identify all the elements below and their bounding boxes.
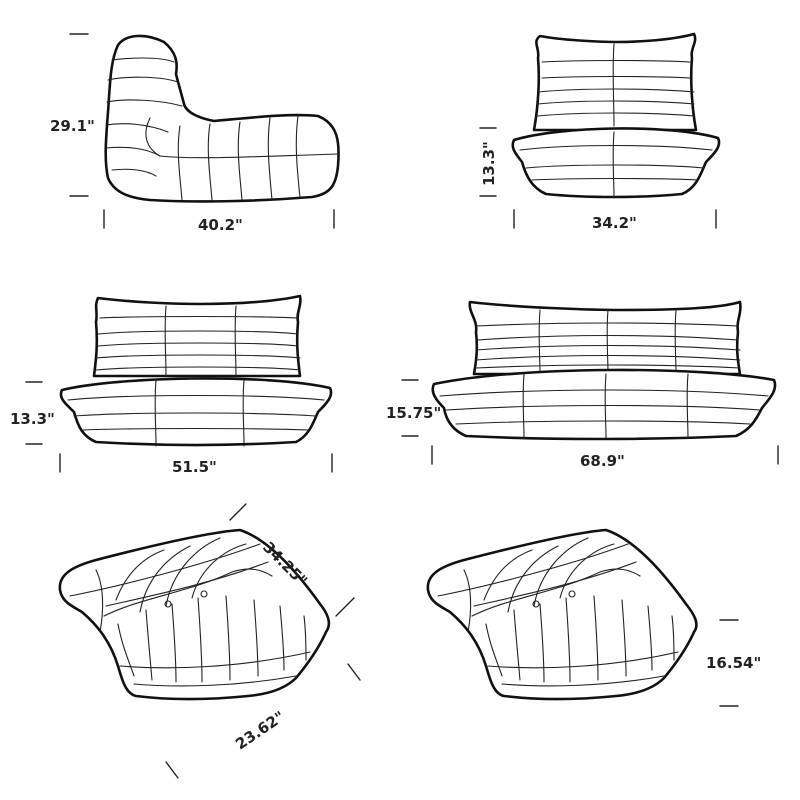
loveseat-backrest (92, 294, 302, 378)
ottoman-dimensions-view: 34.25" 23.62" (58, 503, 361, 779)
chair-side-height-label: 29.1" (50, 117, 95, 135)
sofa-seat (431, 368, 777, 441)
chair-front-width-label: 34.2" (592, 214, 637, 232)
ottoman-height-label: 16.54" (706, 654, 761, 672)
chair-side-outline (104, 34, 340, 203)
chair-side-width-label: 40.2" (198, 216, 243, 234)
loveseat-width-label: 51.5" (172, 458, 217, 476)
sofa-height-label: 15.75" (386, 404, 441, 422)
loveseat-seat (59, 377, 333, 447)
loveseat-view: 13.3" 51.5" (10, 294, 333, 476)
chair-front-seat (511, 127, 721, 199)
loveseat-height-label: 13.3" (10, 410, 55, 428)
chair-front-backrest (532, 32, 698, 132)
chair-front-height-label: 13.3" (480, 141, 498, 186)
ottoman-height-view: 16.54" (426, 528, 761, 707)
ottoman-width-label: 23.62" (232, 707, 288, 753)
sofa-width-label: 68.9" (580, 452, 625, 470)
chair-side-view: 29.1" 40.2" (50, 33, 340, 234)
sofa-view: 15.75" 68.9" (386, 300, 779, 470)
chair-front-view: 13.3" 34.2" (479, 32, 721, 232)
